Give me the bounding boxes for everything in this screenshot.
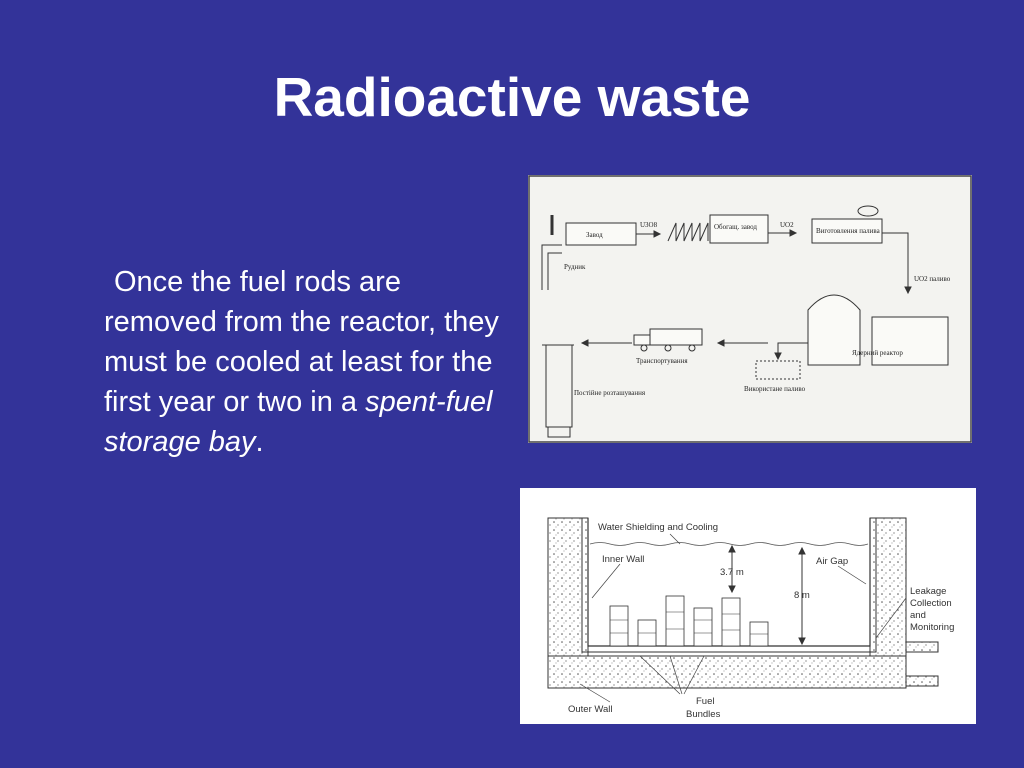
fig2-label-collection: Collection [910, 598, 952, 609]
fig2-label-air-gap: Air Gap [816, 556, 848, 567]
fig1-label-reactor: Ядерний реактор [852, 349, 903, 357]
fig2-label-bundles: Bundles [686, 709, 721, 720]
fig1-label-uo2-fuel: UO2 паливо [914, 275, 951, 283]
fig2-label-water: Water Shielding and Cooling [598, 522, 718, 533]
fig1-label-transport: Транспортування [636, 357, 688, 365]
slide-body-text: Once the fuel rods are removed from the … [104, 262, 504, 462]
body-text-emphasis: spent-fuel storage bay [104, 386, 493, 458]
fig2-label-outer-wall: Outer Wall [568, 704, 613, 715]
fig2-label-fuel: Fuel [696, 696, 714, 707]
fig2-label-monitoring: Monitoring [910, 622, 954, 633]
fig1-label-u3o8: U3O8 [640, 221, 658, 229]
fig1-label-enrichment: Обогащ. завод [714, 223, 757, 231]
body-text-part1: Once the fuel rods are removed from the … [104, 266, 499, 418]
slide-title: Radioactive waste [273, 66, 751, 128]
fig2-label-leakage: Leakage [910, 586, 946, 597]
fig2-label-depth-water: 3.7 m [720, 567, 744, 578]
fig2-label-inner-wall: Inner Wall [602, 554, 644, 565]
fig1-label-mine: Рудник [564, 263, 586, 271]
storage-bay-figure: Water Shielding and Cooling Inner Wall 3… [520, 488, 976, 724]
fuel-cycle-diagram: Завод Рудник U3O8 Обогащ. завод UO2 Виго… [528, 175, 972, 443]
fig1-label-fabrication: Виготовлення палива [816, 227, 881, 235]
fig2-label-depth-total: 8 m [794, 590, 810, 601]
fig1-label-plant: Завод [586, 231, 603, 239]
fig1-label-uo2: UO2 [780, 221, 794, 229]
fig2-label-and: and [910, 610, 926, 621]
fig1-label-permanent-storage: Постійне розташування [574, 389, 646, 397]
body-text-part2: . [255, 426, 264, 458]
fig1-label-spent-fuel: Використане паливо [744, 385, 806, 393]
fuel-cycle-figure: Завод Рудник U3O8 Обогащ. завод UO2 Виго… [528, 175, 972, 443]
storage-bay-diagram: Water Shielding and Cooling Inner Wall 3… [547, 517, 954, 720]
